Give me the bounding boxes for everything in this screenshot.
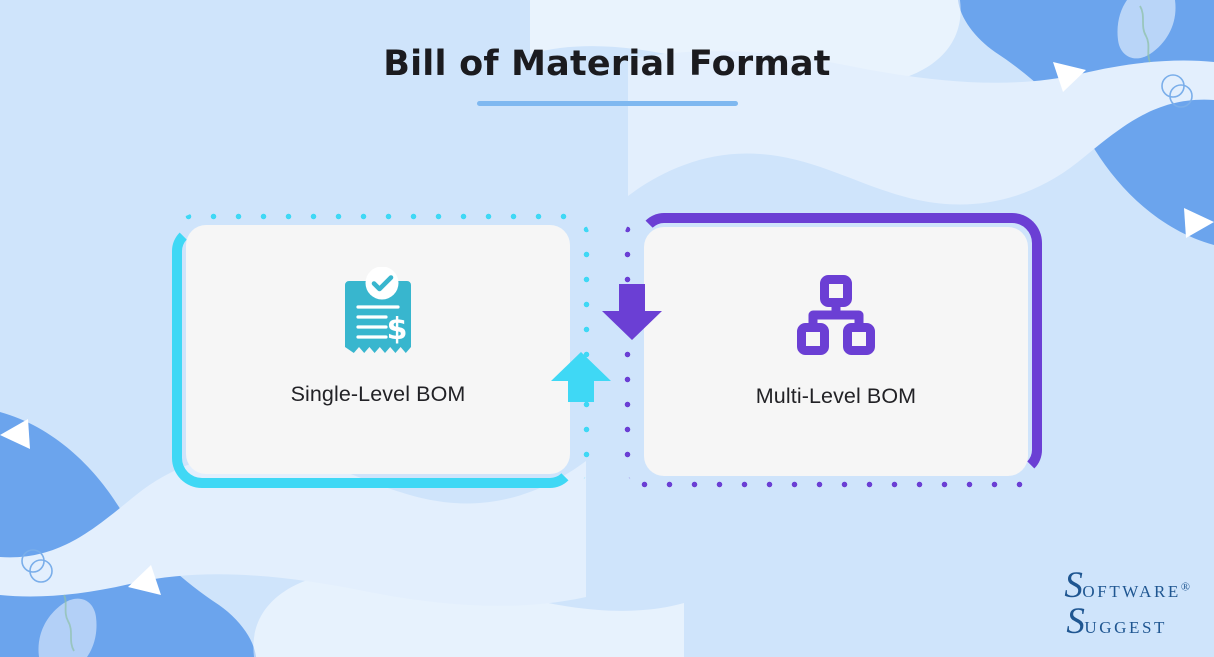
title-underline xyxy=(476,101,738,107)
page-title: Bill of Material Format xyxy=(383,44,831,84)
logo-line-one: Software® xyxy=(1064,567,1190,604)
card-label: Multi-Level BOM xyxy=(755,384,917,408)
registered-icon: ® xyxy=(1180,579,1190,594)
logo-initial-s-two: S xyxy=(1066,600,1085,642)
logo-initial-s: S xyxy=(1064,564,1083,606)
logo-word-software: oftware xyxy=(1082,576,1181,603)
softwaresuggest-logo: Software® Suggest xyxy=(1064,567,1190,640)
down-arrow-icon xyxy=(602,284,662,345)
cards-row: $ Single-Level BOM xyxy=(0,213,1214,493)
decor-top-right xyxy=(530,0,1214,245)
card-multi-level-bom[interactable]: Multi-Level BOM xyxy=(624,213,1042,488)
card-single-level-bom[interactable]: $ Single-Level BOM xyxy=(172,213,590,488)
logo-line-two: Suggest xyxy=(1064,603,1190,640)
logo-word-suggest: uggest xyxy=(1084,612,1168,639)
card-panel: $ Single-Level BOM xyxy=(186,225,570,474)
card-solid-stroke xyxy=(638,213,1042,476)
hierarchy-icon xyxy=(795,269,877,361)
receipt-check-icon: $ xyxy=(339,267,417,359)
card-solid-stroke xyxy=(172,225,576,488)
title-block: Bill of Material Format xyxy=(0,44,1214,107)
svg-text:$: $ xyxy=(387,312,408,347)
card-label: Single-Level BOM xyxy=(290,382,466,406)
card-panel: Multi-Level BOM xyxy=(644,227,1028,476)
up-arrow-icon xyxy=(551,352,611,407)
